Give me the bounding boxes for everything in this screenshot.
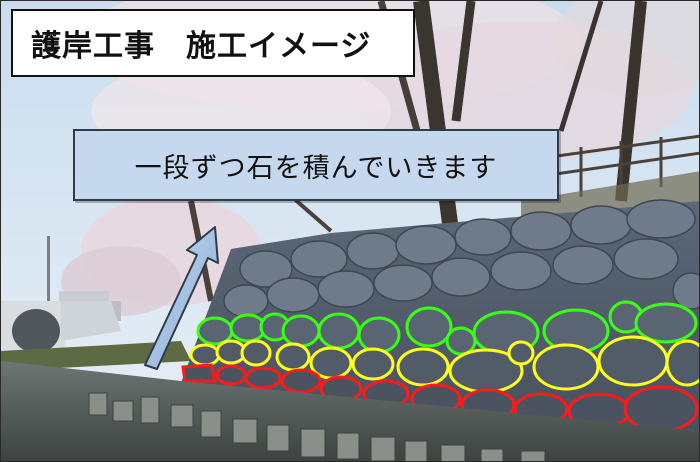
callout-box: 一段ずつ石を積んでいきます xyxy=(73,129,559,201)
title-box: 護岸工事 施工イメージ xyxy=(11,9,415,77)
river-water xyxy=(1,361,699,461)
utility-pole xyxy=(47,236,50,306)
wall-stones xyxy=(223,199,699,318)
callout-text: 一段ずつ石を積んでいきます xyxy=(134,152,498,184)
up-arrow-icon xyxy=(144,226,219,370)
title-text: 護岸工事 施工イメージ xyxy=(31,29,372,64)
riverbed-blocks xyxy=(88,392,546,461)
concrete-culvert xyxy=(1,301,121,361)
middle-row-stones-outline xyxy=(189,335,699,394)
top-row-stones-outline xyxy=(196,300,698,356)
